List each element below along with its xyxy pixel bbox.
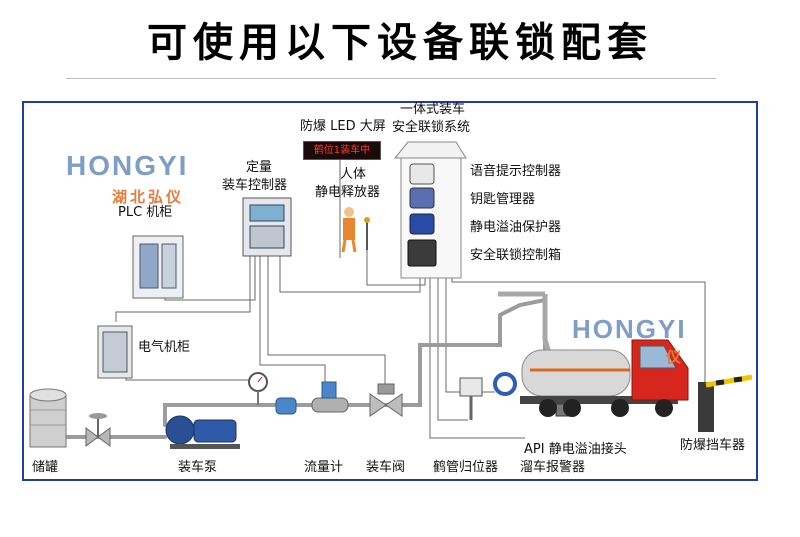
tanker-truck bbox=[520, 339, 689, 417]
label-static-protector: 静电溢油保护器 bbox=[470, 220, 562, 235]
brand-watermark-cn: 湖北弘仪 bbox=[112, 188, 185, 206]
truck-barrier bbox=[698, 374, 753, 432]
manual-valve bbox=[85, 413, 111, 447]
label-controller-1: 定量 bbox=[246, 160, 273, 175]
label-human-1: 人体 bbox=[340, 167, 367, 182]
label-controller-2: 装车控制器 bbox=[222, 178, 288, 193]
title-divider bbox=[66, 78, 716, 79]
diagram-frame bbox=[22, 101, 758, 481]
label-crane-return: 鹤管归位器 bbox=[433, 460, 499, 475]
label-system-2: 安全联锁系统 bbox=[392, 120, 471, 135]
label-flow-meter: 流量计 bbox=[304, 460, 344, 475]
loading-pump bbox=[165, 415, 240, 449]
label-voice-controller: 语音提示控制器 bbox=[470, 164, 562, 179]
quantitative-controller bbox=[242, 197, 292, 257]
process-pipeline bbox=[64, 297, 547, 439]
api-coupling bbox=[493, 372, 517, 396]
brand-watermark: HONGYI bbox=[66, 150, 189, 181]
label-led-screen: 防爆 LED 大屏 bbox=[300, 119, 386, 134]
page-title: 可使用以下设备联锁配套 bbox=[147, 19, 653, 66]
label-safety-box: 安全联锁控制箱 bbox=[470, 248, 562, 263]
label-loading-pump: 装车泵 bbox=[178, 460, 218, 475]
label-overflow-alarm: 溜车报警器 bbox=[520, 460, 586, 475]
storage-tank bbox=[29, 388, 67, 448]
led-display: 鹤位1装车中 bbox=[303, 141, 381, 160]
label-barrier: 防爆挡车器 bbox=[680, 438, 746, 453]
brand-watermark-cn-2: 仪 bbox=[666, 348, 685, 366]
pressure-gauge bbox=[248, 372, 268, 405]
label-human-2: 静电释放器 bbox=[315, 185, 381, 200]
label-api-coupling: API 静电溢油接头 bbox=[524, 442, 627, 457]
filter bbox=[275, 397, 297, 415]
plc-cabinet bbox=[132, 235, 184, 299]
flow-meter-device bbox=[311, 381, 349, 413]
label-storage-tank: 储罐 bbox=[32, 460, 59, 475]
label-electric-cabinet: 电气机柜 bbox=[138, 340, 191, 355]
crane-return-device bbox=[459, 377, 483, 420]
loading-valve-device bbox=[369, 383, 403, 417]
label-key-manager: 钥匙管理器 bbox=[470, 192, 536, 207]
label-loading-valve: 装车阀 bbox=[366, 460, 406, 475]
label-system-1: 一体式装车 bbox=[400, 102, 466, 117]
electric-cabinet bbox=[97, 325, 133, 379]
label-plc-cabinet: PLC 机柜 bbox=[118, 205, 173, 220]
static-discharger bbox=[341, 207, 370, 253]
safety-system-panel bbox=[393, 141, 467, 279]
brand-watermark-2: HONGYI bbox=[572, 314, 687, 344]
